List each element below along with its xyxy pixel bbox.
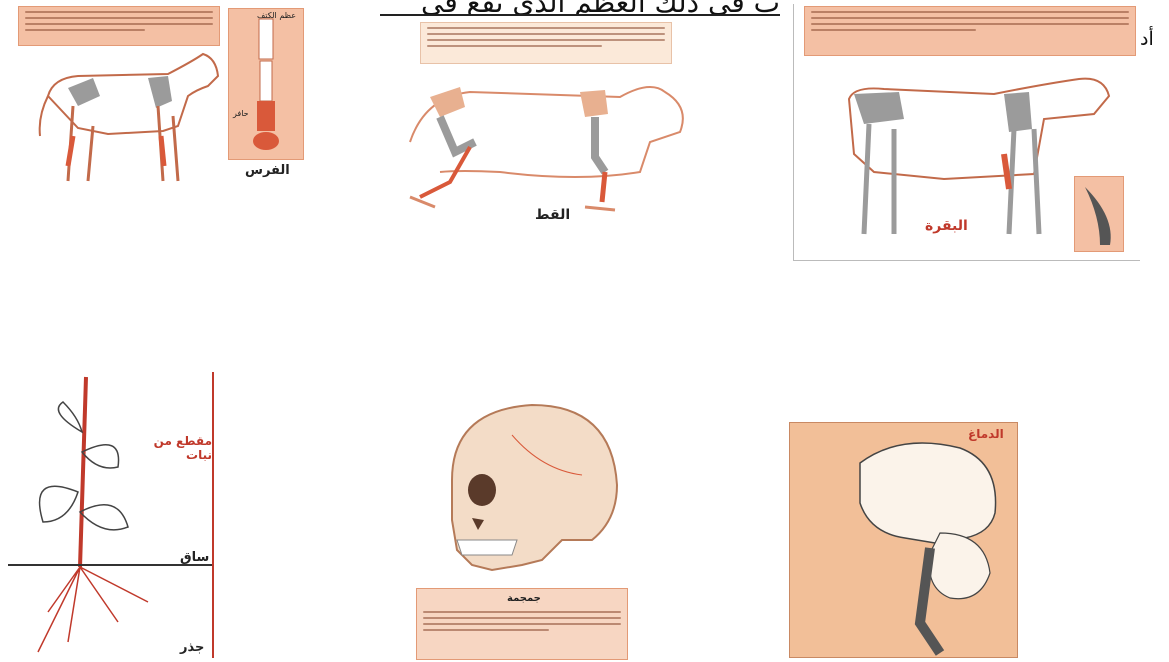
plant-stem-label: ساق [180, 550, 209, 565]
side-text-fragment: أد [1140, 28, 1154, 50]
brain-section-icon [790, 423, 1017, 657]
cat-caption: القط [535, 207, 570, 223]
skull-legend-title: جمجمة [507, 593, 541, 604]
plant-root-label: جذر [180, 640, 204, 655]
brain-title: الدماغ [968, 427, 1004, 441]
horse-caption: الفرس [245, 163, 290, 178]
horse-inset-label-top: عظم الكتف [257, 11, 296, 20]
cow-horn-inset [1074, 176, 1124, 252]
skull-legend-box: جمجمة [416, 588, 628, 660]
skull-icon [412, 390, 630, 586]
plant-section-icon [8, 372, 212, 658]
horse-skeleton-icon [18, 6, 228, 198]
horse-leg-icon [229, 9, 303, 159]
plant-panel: مقطع من نبات ساق جذر [8, 372, 214, 658]
horse-inset-panel: عظم الكتف حافر [228, 8, 304, 160]
plant-title: مقطع من نبات [126, 434, 212, 462]
horse-panel [18, 6, 228, 198]
horn-icon [1075, 177, 1123, 251]
cow-caption: البقرة [925, 218, 968, 234]
page-heading-fragment: ب في ذلك العظم الذي يقع في [380, 0, 780, 16]
horse-inset-label-bottom: حافر [233, 109, 249, 118]
skull-panel: جمجمة [412, 390, 630, 660]
brain-panel: الدماغ [789, 422, 1018, 658]
